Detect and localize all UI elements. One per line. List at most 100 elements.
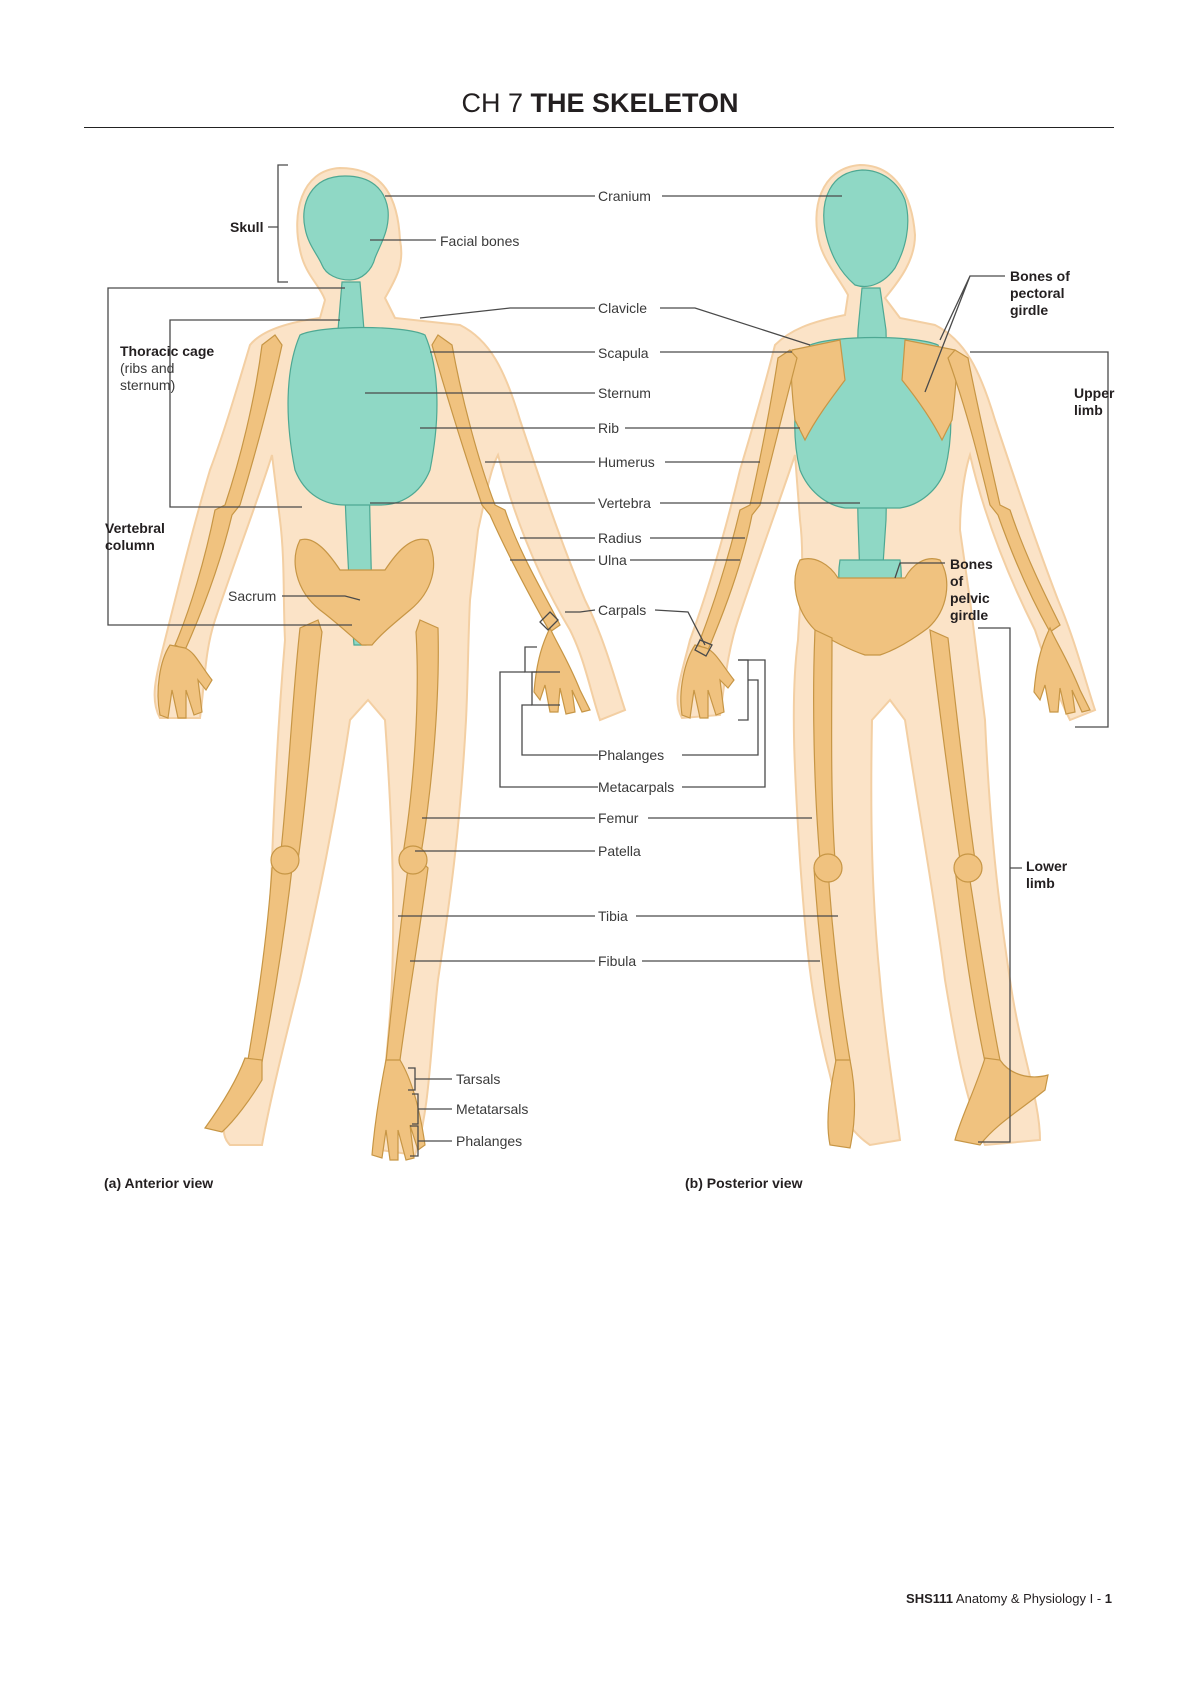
leader-clavicle-b	[660, 307, 811, 346]
label-clavicle: Clavicle	[598, 300, 647, 316]
label-humerus: Humerus	[598, 454, 655, 470]
center-labels: Cranium Facial bones Clavicle Scapula St…	[228, 188, 674, 1149]
label-pelvic-girdle-1: Bones	[950, 556, 993, 572]
footer-page-number: 1	[1104, 1591, 1112, 1606]
posterior-skull	[823, 169, 909, 288]
label-femur: Femur	[598, 810, 639, 826]
label-foot-phalanges: Phalanges	[456, 1133, 522, 1149]
bracket-hand-anterior-outer	[524, 646, 537, 673]
posterior-hand-right	[1033, 626, 1091, 715]
anterior-pelvis	[294, 538, 435, 646]
anterior-skull	[303, 175, 389, 281]
label-thoracic-cage: Thoracic cage	[120, 343, 214, 359]
leader-sacrum	[282, 595, 361, 601]
anterior-arm-right	[431, 334, 561, 633]
right-group-labels: Bones of pectoral girdle Upper limb Bone…	[950, 268, 1115, 891]
posterior-pelvis	[794, 558, 948, 656]
label-tarsals: Tarsals	[456, 1071, 500, 1087]
anterior-ribcage	[287, 326, 438, 506]
anterior-hand-left	[157, 644, 213, 719]
anterior-foot-right	[371, 1059, 426, 1161]
posterior-knee-left	[813, 853, 843, 883]
right-group-brackets	[894, 275, 1109, 1143]
label-lower-limb-2: limb	[1026, 875, 1055, 891]
posterior-figure	[676, 163, 1097, 1149]
leader-metacarpals-a	[499, 671, 598, 788]
posterior-hand-left	[680, 644, 735, 719]
leader-carpals-b	[654, 609, 706, 646]
label-vertebral-column-1: Vertebral	[105, 520, 165, 536]
label-cranium: Cranium	[598, 188, 651, 204]
left-group-labels: Skull Thoracic cage (ribs and sternum) V…	[105, 219, 263, 553]
label-upper-limb-2: limb	[1074, 402, 1103, 418]
anterior-foot-left	[203, 1057, 263, 1133]
footer-course-code: SHS111	[906, 1591, 954, 1606]
leader-pelvic-girdle	[894, 562, 945, 579]
leader-metacarpals-b	[682, 659, 766, 788]
page-title-bold: THE SKELETON	[530, 88, 739, 118]
bracket-foot-phalanges	[410, 1125, 452, 1157]
anterior-hand-right	[533, 626, 591, 715]
label-pelvic-girdle-4: girdle	[950, 607, 988, 623]
bracket-hand-posterior-inner	[738, 659, 749, 721]
label-upper-limb-1: Upper	[1074, 385, 1115, 401]
label-fibula: Fibula	[598, 953, 636, 969]
carpal-marker-posterior	[694, 639, 713, 657]
label-metatarsals: Metatarsals	[456, 1101, 528, 1117]
leader-pectoral-girdle	[924, 275, 1005, 393]
label-thoracic-cage-note-1: (ribs and	[120, 360, 174, 376]
bracket-metatarsals	[412, 1093, 452, 1125]
label-sacrum: Sacrum	[228, 588, 276, 604]
page-footer: SHS111 Anatomy & Physiology I - 1	[906, 1591, 1112, 1606]
label-pelvic-girdle-2: of	[950, 573, 964, 589]
posterior-knee-right	[953, 853, 983, 883]
posterior-arm-right	[947, 349, 1061, 633]
label-skull: Skull	[230, 219, 263, 235]
title-rule	[84, 127, 1114, 128]
page-title: CH 7 THE SKELETON	[0, 88, 1200, 119]
leader-lines	[282, 195, 860, 1157]
posterior-foot-right	[954, 1057, 1049, 1146]
label-radius: Radius	[598, 530, 642, 546]
label-pectoral-girdle-1: Bones of	[1010, 268, 1070, 284]
label-vertebra: Vertebra	[598, 495, 651, 511]
bracket-hand-anterior-inner	[531, 671, 560, 706]
bracket-thoracic-cage	[169, 319, 340, 508]
bracket-tarsals	[408, 1067, 452, 1091]
label-rib: Rib	[598, 420, 619, 436]
bracket-upper-limb	[970, 351, 1109, 728]
bracket-lower-limb	[978, 627, 1022, 1143]
label-ulna: Ulna	[598, 552, 627, 568]
label-thoracic-cage-note-2: sternum)	[120, 377, 175, 393]
footer-course-name: Anatomy & Physiology I -	[953, 1591, 1105, 1606]
label-facial-bones: Facial bones	[440, 233, 519, 249]
caption-posterior-view: (b) Posterior view	[685, 1175, 803, 1191]
label-carpals: Carpals	[598, 602, 646, 618]
anterior-knee-left	[270, 845, 300, 875]
page-title-prefix: CH 7	[461, 88, 531, 118]
label-tibia: Tibia	[598, 908, 628, 924]
caption-anterior-view: (a) Anterior view	[104, 1175, 213, 1191]
anterior-patella	[398, 845, 428, 875]
label-vertebral-column-2: column	[105, 537, 155, 553]
label-lower-limb-1: Lower	[1026, 858, 1068, 874]
label-metacarpals: Metacarpals	[598, 779, 674, 795]
label-patella: Patella	[598, 843, 641, 859]
label-pectoral-girdle-3: girdle	[1010, 302, 1048, 318]
carpal-marker-anterior	[539, 611, 559, 631]
posterior-foot-left	[827, 1059, 856, 1149]
bracket-vertebral-column	[107, 287, 352, 626]
leader-phalanges-a	[521, 704, 598, 756]
leader-carpals-a	[565, 609, 596, 613]
label-scapula: Scapula	[598, 345, 649, 361]
left-group-brackets	[107, 164, 352, 626]
leader-phalanges-b	[682, 679, 759, 756]
bracket-skull	[268, 164, 288, 283]
label-pelvic-girdle-3: pelvic	[950, 590, 990, 606]
leader-clavicle-a	[419, 307, 595, 319]
anterior-figure	[153, 166, 627, 1161]
label-pectoral-girdle-2: pectoral	[1010, 285, 1064, 301]
label-sternum: Sternum	[598, 385, 651, 401]
label-phalanges: Phalanges	[598, 747, 664, 763]
